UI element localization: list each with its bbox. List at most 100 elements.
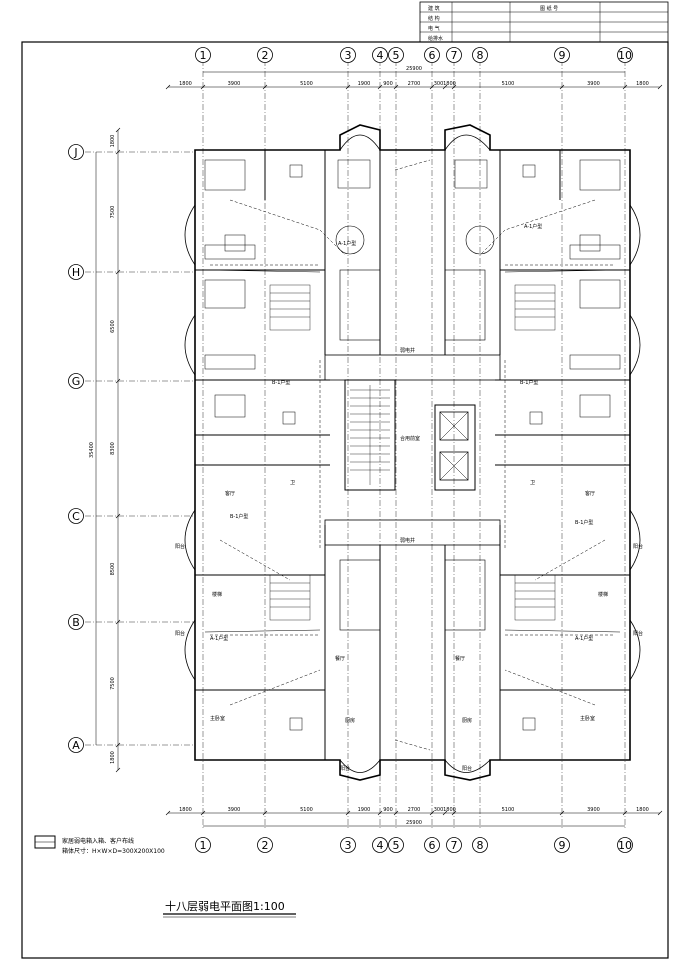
bottom-dim-text: 1900 [358,807,371,813]
label-dining-bl: 餐厅 [335,655,345,662]
grid-left-label: C [72,510,80,523]
top-dim-text: 1900 [358,81,371,87]
label-bedroom-br: 主卧室 [580,715,595,722]
grid-top-bubble [617,47,633,63]
top-dim-text: 1800 [179,81,192,87]
bottom-dim-text: 300 [434,807,444,813]
title-block: 建 筑 结 构 电 气 给排水 图 纸 号 [419,1,669,43]
label-unit-b1-ml: B-1户型 [272,379,290,386]
label-unit-a1-tl: A-1户型 [338,240,356,247]
grid-bottom-bubble [257,837,273,853]
left-dim-text: 7500 [110,206,116,219]
grid-bottom-label: 6 [429,839,436,852]
label-kitchen-br: 厨房 [462,717,472,724]
grid-left-label: G [72,375,81,388]
grid-bottom-label: 9 [559,839,566,852]
label-balcony-r2: 阳台 [633,630,643,637]
label-kitchen-bl: 厨房 [345,717,355,724]
top-dim-text: 1800 [443,81,456,87]
tb-row-4: 给排水 [428,35,443,42]
grid-bottom-label: 5 [393,839,400,852]
bottom-dim-total: 25900 [406,820,422,826]
bottom-dim-text: 1800 [636,807,649,813]
legend: 家居弱电箱入箱、客户布线 箱体尺寸：H×W×D=300X200X100 [34,835,165,855]
grid-bottom-bubble [472,837,488,853]
bottom-dim-text: 3900 [587,807,600,813]
label-jingl-bottom: 弱电井 [400,537,415,544]
tb-row-1: 建 筑 [428,5,440,12]
grid-bottom-label: 4 [377,839,384,852]
left-dim-text: 1800 [110,751,116,764]
bottom-dim-text: 2700 [408,807,421,813]
bottom-dim-text: 5100 [502,807,515,813]
label-jingl-top: 弱电井 [400,347,415,354]
grid-top-bubble [554,47,570,63]
top-dim-total: 25900 [406,66,422,72]
label-dining-br: 餐厅 [455,655,465,662]
left-dim-text: 8300 [110,442,116,455]
label-balcony-b2: 阳台 [462,765,472,772]
label-stair-l: 楼梯 [212,591,222,598]
label-unit-a1-tr: A-1户型 [524,223,542,230]
grid-top-label: 9 [559,49,566,62]
left-dim-text: 7500 [110,677,116,690]
label-unit-b1-bl: B-1户型 [230,513,248,520]
top-dim-text: 900 [383,81,393,87]
grid-top-bubble [472,47,488,63]
grid-bottom-bubble [372,837,388,853]
label-corridor: 合用前室 [400,435,420,442]
grid-left-bubble [68,373,84,389]
top-dim-text: 3900 [228,81,241,87]
left-dim-text: 1800 [110,135,116,148]
legend-line-2: 箱体尺寸：H×W×D=300X200X100 [62,847,165,855]
grid-top-bubble [388,47,404,63]
grid-top-label: 5 [393,49,400,62]
grid-bottom-bubble [554,837,570,853]
grid-left-bubble [68,737,84,753]
top-dim-text: 5100 [502,81,515,87]
grid-bottom-bubble [617,837,633,853]
legend-line-1: 家居弱电箱入箱、客户布线 [62,837,134,845]
grid-top-bubble [340,47,356,63]
grid-left-label: J [73,146,77,159]
bottom-dim-text: 1800 [443,807,456,813]
tb-header-right: 图 纸 号 [540,5,558,12]
top-dim-text: 1800 [636,81,649,87]
room-labels: A-1户型 A-1户型 B-1户型 B-1户型 B-1户型 B-1户型 A-1户… [175,223,643,772]
label-wc-l: 卫 [290,480,295,486]
top-dim-text: 2700 [408,81,421,87]
label-living-br: 客厅 [585,490,595,497]
grid-bottom-bubble [340,837,356,853]
grid-left-label: H [72,266,80,279]
tb-row-2: 结 构 [428,15,440,22]
label-living-bl: 客厅 [225,490,235,497]
grid-top-label: 8 [477,49,484,62]
top-dim-text: 3900 [587,81,600,87]
grid-top-bubble [424,47,440,63]
grid-top-label: 7 [451,49,458,62]
grid-bubbles-left: J H G C B A [68,144,84,753]
grid-bottom-label: 7 [451,839,458,852]
grid-left-bubble [68,508,84,524]
drawing-frame [21,41,669,959]
label-unit-b1-mr: B-1户型 [520,379,538,386]
grid-lines [85,60,626,830]
grid-top-bubble [195,47,211,63]
label-bedroom-bl: 主卧室 [210,715,225,722]
grid-left-bubble [68,144,84,160]
label-unit-a1-br: A-1户型 [575,635,593,642]
grid-top-bubble [372,47,388,63]
grid-left-label: A [72,739,80,752]
grid-bottom-label: 1 [200,839,207,852]
grid-left-label: B [72,616,80,629]
label-stair-r: 楼梯 [598,591,608,598]
label-unit-b1-br: B-1户型 [575,519,593,526]
grid-top-bubble [257,47,273,63]
label-wc-r: 卫 [530,480,535,486]
grid-bottom-bubble [424,837,440,853]
grid-top-label: 6 [429,49,436,62]
label-balcony-r: 阳台 [633,543,643,550]
grid-left-bubble [68,264,84,280]
